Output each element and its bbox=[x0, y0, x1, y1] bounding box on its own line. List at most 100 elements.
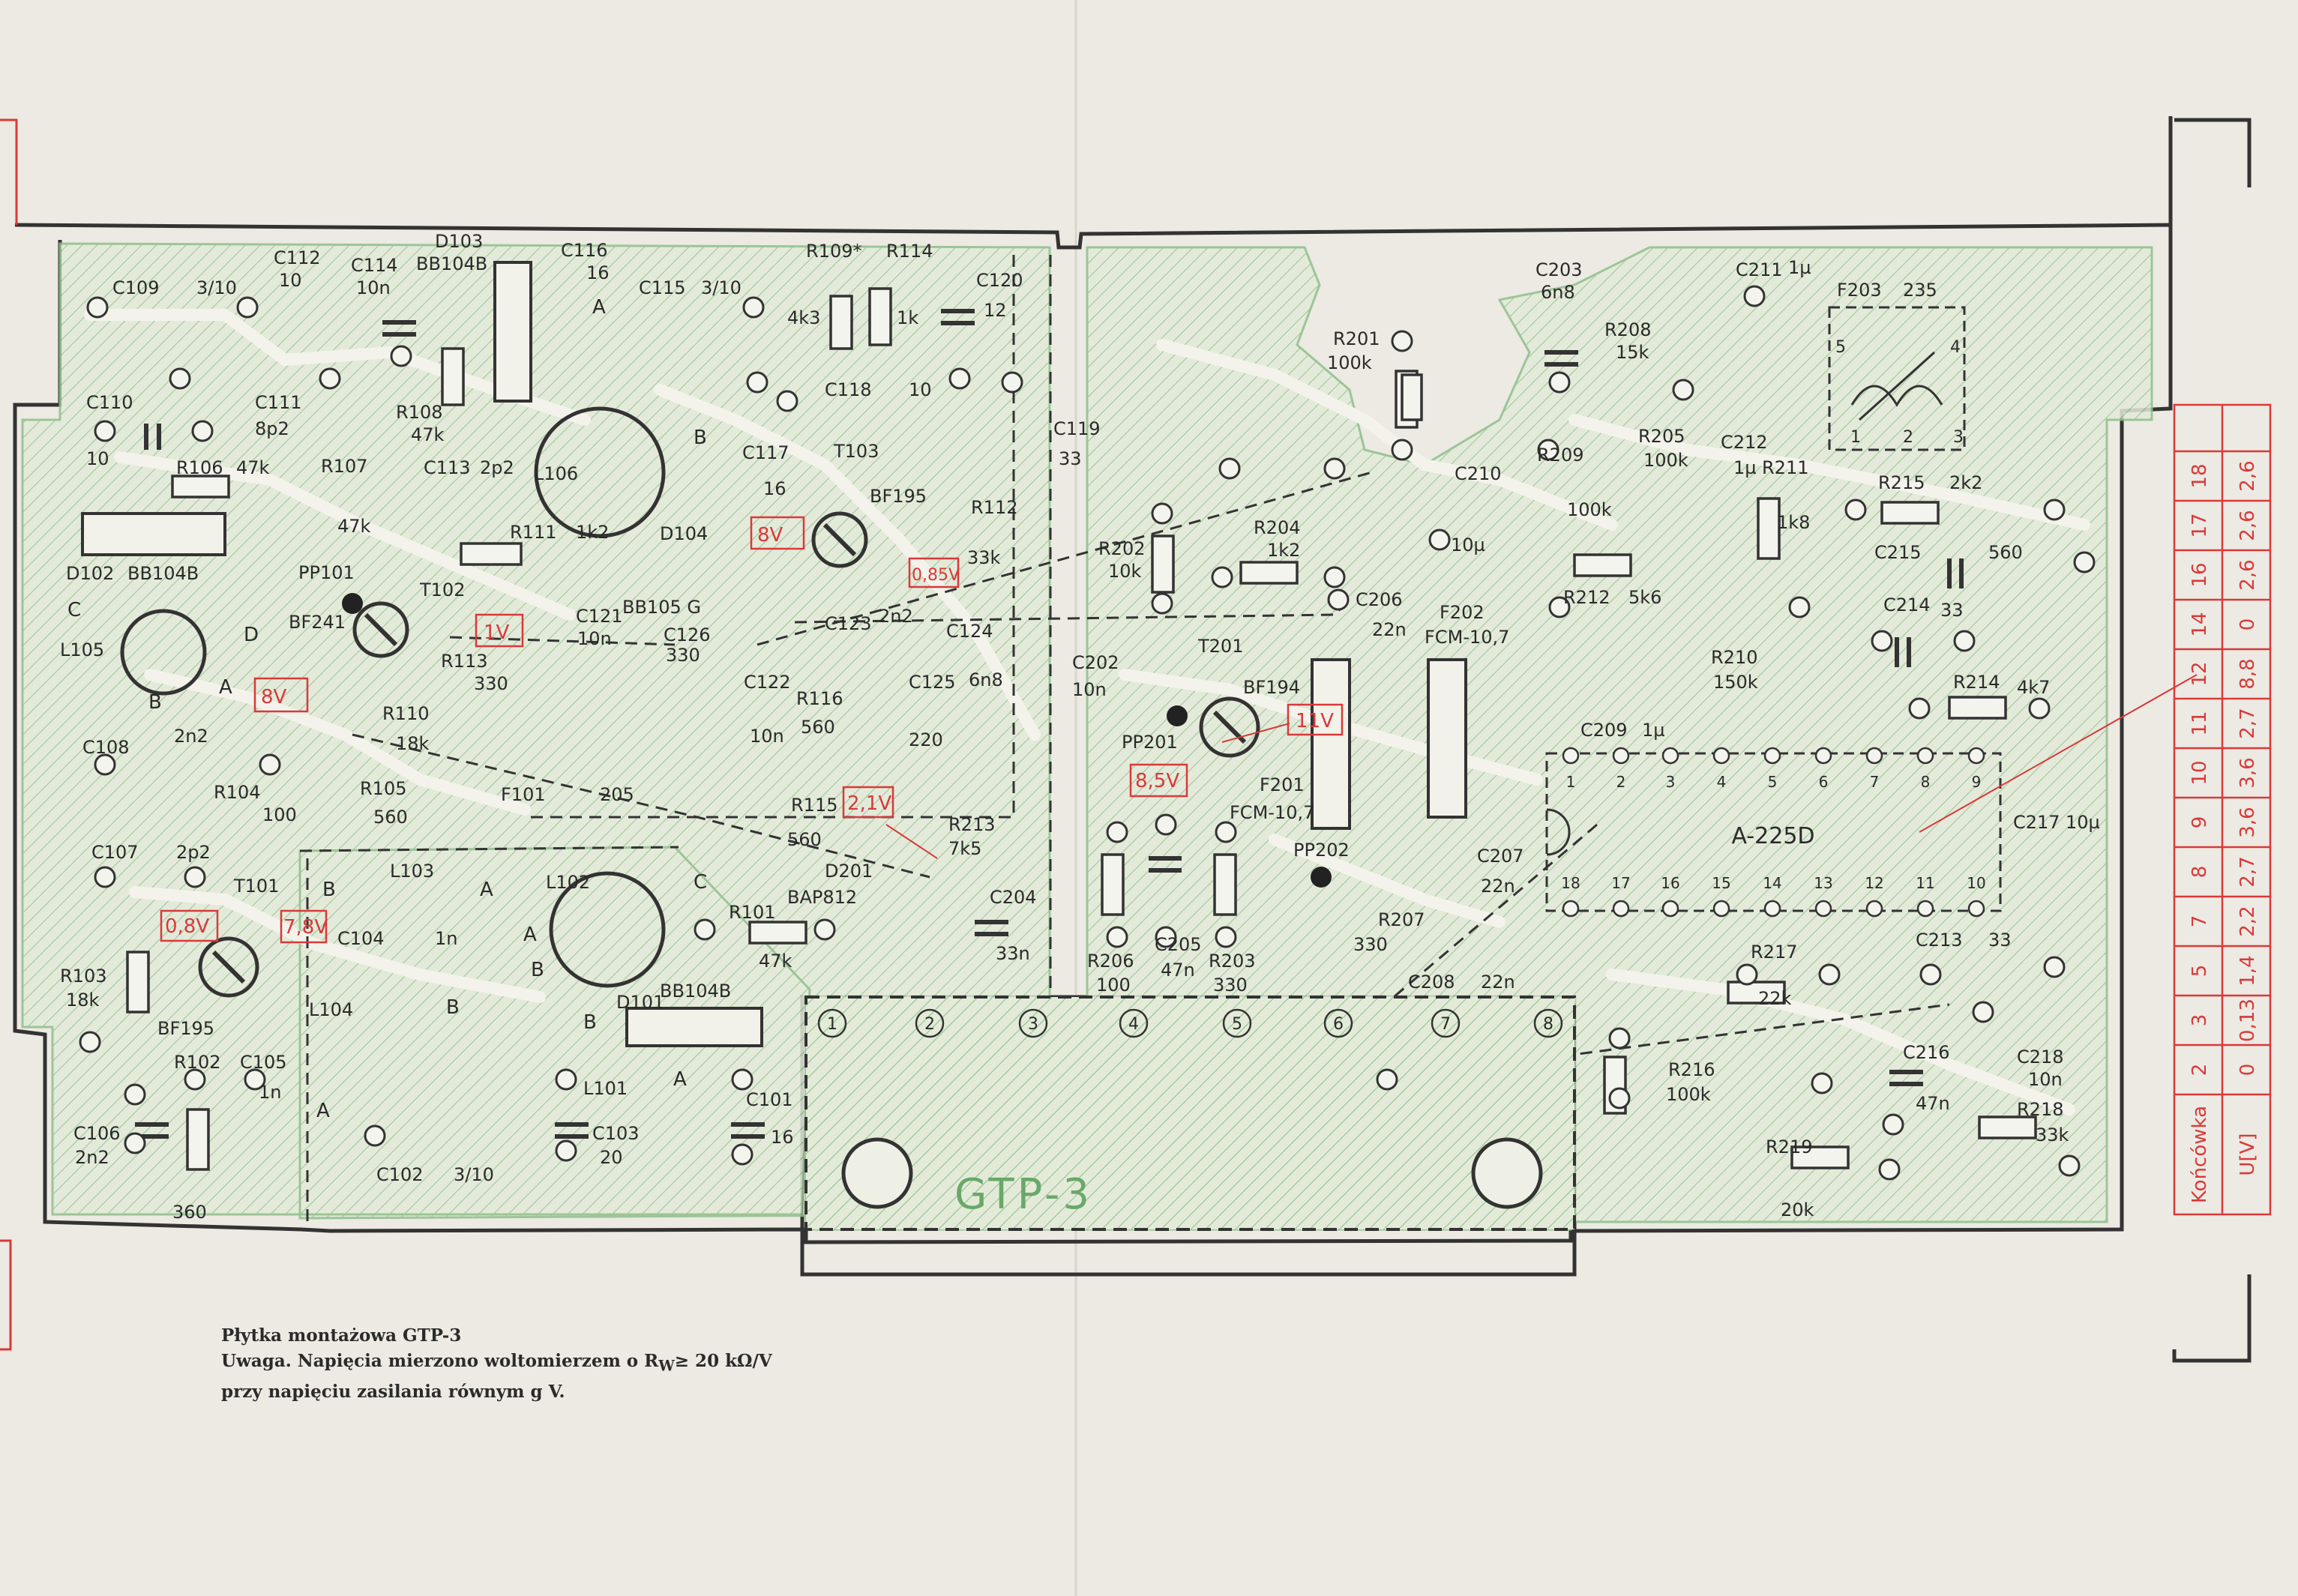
component-value: 330 bbox=[474, 673, 508, 694]
component-ref: T201 bbox=[1197, 636, 1243, 657]
filter-blocks bbox=[81, 261, 1467, 1047]
table-cell: 9 bbox=[2189, 816, 2211, 829]
transistor-symbols bbox=[120, 406, 1260, 998]
component-ref: C209 bbox=[1580, 720, 1628, 741]
voltage-label: 2,1V bbox=[847, 792, 891, 815]
svg-text:A: A bbox=[316, 1100, 330, 1122]
ic-pin: 18 bbox=[1561, 874, 1580, 892]
component-ref: C204 bbox=[990, 887, 1037, 908]
component-ref: L105 bbox=[60, 639, 104, 660]
component-value: 235 bbox=[1903, 280, 1937, 301]
component-value: 10n bbox=[1072, 679, 1107, 700]
caption-title: Płytka montażowa GTP-3 bbox=[221, 1325, 462, 1346]
table-cell: 7 bbox=[2189, 915, 2211, 928]
component-ref: C105 bbox=[240, 1052, 287, 1073]
component-value: 47k bbox=[337, 516, 371, 537]
component-ref: R113 bbox=[441, 651, 487, 672]
component-ref: C119 bbox=[1053, 418, 1101, 439]
svg-text:B: B bbox=[322, 879, 336, 901]
component-ref: R208 bbox=[1604, 319, 1651, 340]
component-value: 7k5 bbox=[948, 838, 981, 859]
table-cell: 1,4 bbox=[2237, 955, 2259, 986]
component-value: 3/10 bbox=[454, 1164, 494, 1185]
voltage-label: 8V bbox=[757, 524, 783, 546]
component-ref: C215 bbox=[1874, 542, 1922, 563]
caption: Płytka montażowa GTP-3 Uwaga. Napięcia m… bbox=[221, 1323, 772, 1405]
ic-pin: 7 bbox=[1870, 773, 1880, 791]
component-ref: R111 bbox=[510, 522, 556, 543]
component-value: 1n bbox=[435, 928, 457, 949]
component-ref: C103 bbox=[592, 1123, 640, 1144]
filter-pin: 3 bbox=[1953, 428, 1964, 447]
component-value: 10 bbox=[279, 270, 302, 291]
component-value: 100k bbox=[1666, 1084, 1711, 1105]
ic-pin: 17 bbox=[1611, 874, 1630, 892]
component-value: 2p2 bbox=[176, 842, 211, 863]
test-point-pp201 bbox=[1167, 705, 1188, 726]
component-value: 1k bbox=[897, 307, 918, 328]
component-value: 2n2 bbox=[75, 1147, 109, 1168]
test-points bbox=[342, 593, 1332, 888]
component-ref: R204 bbox=[1254, 517, 1300, 538]
component-value: 2p2 bbox=[480, 457, 514, 478]
component-value: 220 bbox=[909, 729, 943, 750]
connector-number: 3 bbox=[1028, 1015, 1038, 1034]
component-ref: R205 bbox=[1638, 426, 1685, 447]
component-ref: R211 bbox=[1762, 457, 1808, 478]
table-cell: 12 bbox=[2189, 661, 2211, 686]
component-ref: R215 bbox=[1878, 472, 1925, 493]
component-ref: C117 bbox=[742, 442, 789, 463]
component-ref: C115 bbox=[639, 277, 686, 298]
component-value: 10 bbox=[86, 448, 109, 469]
connector-number: 2 bbox=[924, 1015, 935, 1034]
connector-number: 6 bbox=[1333, 1015, 1344, 1034]
component-value: 150k bbox=[1713, 672, 1758, 693]
component-ref: C122 bbox=[744, 672, 791, 693]
component-ref: R203 bbox=[1209, 951, 1255, 972]
component-ref: C101 bbox=[746, 1089, 793, 1110]
component-value: FCM-10,7 bbox=[1425, 627, 1509, 648]
component-value: 33k bbox=[967, 547, 1001, 568]
component-ref: C120 bbox=[976, 270, 1023, 291]
component-ref: R210 bbox=[1711, 647, 1757, 668]
component-value: BF241 bbox=[289, 612, 346, 633]
component-value: 3/10 bbox=[196, 277, 237, 298]
connector-number: 8 bbox=[1543, 1015, 1553, 1034]
filter-pin: 2 bbox=[1903, 428, 1913, 447]
component-ref: T103 bbox=[833, 441, 879, 462]
ic-pin: 5 bbox=[1768, 773, 1778, 791]
component-value: 1k2 bbox=[1267, 540, 1300, 561]
component-ref: C118 bbox=[825, 379, 872, 400]
mounting-hole bbox=[1471, 1137, 1543, 1209]
svg-text:A: A bbox=[480, 879, 493, 901]
connector-number: 5 bbox=[1232, 1015, 1242, 1034]
component-value: 47n bbox=[1161, 960, 1195, 981]
component-ref: R114 bbox=[886, 241, 933, 262]
table-row-label: U[V] bbox=[2237, 1133, 2259, 1175]
component-value: 330 bbox=[1213, 975, 1248, 996]
component-value: 33k bbox=[2036, 1124, 2069, 1145]
table-cell: 0 bbox=[2237, 618, 2259, 631]
ic-label: A-225D bbox=[1731, 823, 1814, 849]
component-ref: R116 bbox=[796, 688, 843, 709]
component-value: 1n bbox=[259, 1082, 281, 1103]
component-ref: C206 bbox=[1356, 589, 1403, 610]
table-row-label: Końcówka bbox=[2189, 1106, 2211, 1203]
component-ref: R219 bbox=[1766, 1136, 1812, 1157]
component-ref: C112 bbox=[274, 247, 321, 268]
connector-number: 7 bbox=[1440, 1015, 1451, 1034]
ic-pin: 6 bbox=[1819, 773, 1829, 791]
component-ref: C216 bbox=[1903, 1042, 1950, 1063]
svg-text:B: B bbox=[694, 427, 707, 449]
component-ref: C214 bbox=[1883, 594, 1931, 615]
component-ref: C213 bbox=[1916, 930, 1963, 951]
component-value: 1µ bbox=[1642, 720, 1665, 741]
ic-pin: 15 bbox=[1712, 874, 1730, 892]
component-value: 100 bbox=[1096, 975, 1131, 996]
voltage-markers: 8V 0,85V 1V 8V 2,1V 11V 8,5V 0,8V 7,8V bbox=[160, 516, 1344, 944]
svg-text:A: A bbox=[219, 676, 232, 699]
component-value: BB104B bbox=[127, 563, 199, 584]
component-value: 10k bbox=[1108, 561, 1142, 582]
component-value: 10n bbox=[577, 628, 612, 649]
ic-pin: 16 bbox=[1661, 874, 1679, 892]
